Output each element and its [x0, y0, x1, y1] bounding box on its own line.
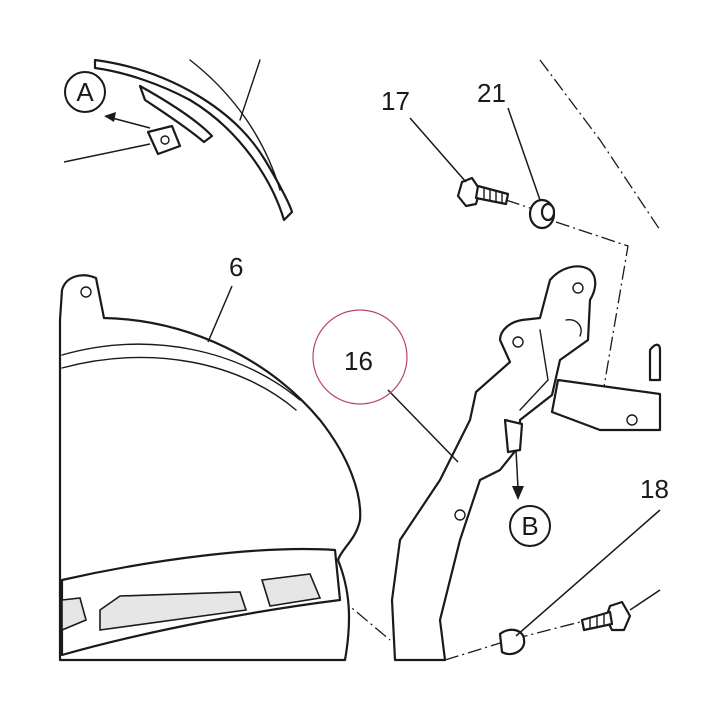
callout-6: 6: [229, 252, 243, 282]
bolt-18: [498, 509, 661, 656]
clip-nut: [63, 124, 182, 163]
bolt-17: [409, 117, 510, 208]
callout-16: 16: [344, 346, 373, 376]
washer-21: [507, 107, 556, 230]
upper-fender-panel: [93, 58, 294, 222]
view-marker-a-label: A: [76, 77, 94, 107]
cover-panel-6: [58, 274, 362, 662]
view-marker-b-label: B: [521, 511, 538, 541]
right-rail: [550, 343, 662, 432]
bracket-16: [387, 265, 597, 662]
callout-21: 21: [477, 78, 506, 108]
view-marker-a: A: [64, 71, 151, 129]
highlight-circle: [312, 309, 408, 405]
view-marker-b: B: [509, 449, 551, 547]
callout-17: 17: [381, 86, 410, 116]
callout-18: 18: [640, 474, 669, 504]
